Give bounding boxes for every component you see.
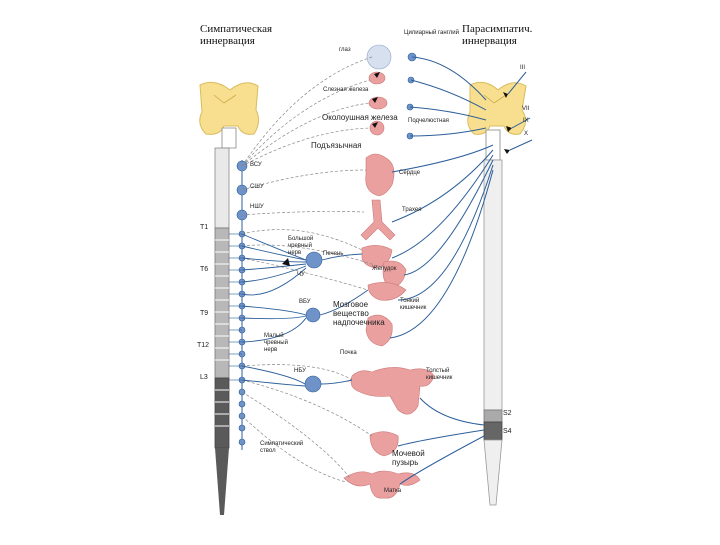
label-kidney: Почка bbox=[340, 350, 357, 356]
spinal-cord-right bbox=[483, 129, 503, 506]
label-smg: ВБУ bbox=[299, 299, 311, 305]
prevertebral-ganglia bbox=[304, 52, 417, 393]
label-ciliary-ganglion: Цилиарный ганглий bbox=[404, 30, 459, 36]
label-sublingual: Подъязычная bbox=[311, 141, 362, 150]
label-parotid: Околоушная железа bbox=[322, 113, 398, 122]
arrowheads bbox=[282, 72, 512, 266]
sympathetic-postganglionic bbox=[241, 233, 369, 387]
label-splanchnic-major: Большой чревный нерв bbox=[288, 236, 314, 256]
label-adrenal: Мозговое вещество надпочечника bbox=[333, 300, 385, 327]
label-cn-vii: VII bbox=[522, 106, 530, 112]
label-lacrimal: Слезная железа bbox=[323, 87, 369, 93]
label-heart: Сердце bbox=[399, 170, 421, 176]
label-level-l3: L3 bbox=[200, 374, 208, 381]
parasympathetic-heading-line2: иннервация bbox=[462, 35, 517, 47]
label-level-t12: Т12 bbox=[197, 342, 210, 349]
sympathetic-heading-line1: Симпатическая bbox=[200, 23, 273, 35]
label-cn-x: X bbox=[524, 131, 529, 137]
sympathetic-preganglionic bbox=[241, 56, 385, 483]
label-trachea: Трахея bbox=[402, 207, 422, 213]
label-large-intestine: Толстый кишечник bbox=[426, 368, 453, 381]
label-level-t6: Т6 bbox=[200, 266, 209, 273]
label-mcg: СШУ bbox=[250, 184, 264, 190]
sympathetic-heading-line2: иннервация bbox=[200, 35, 255, 47]
label-submandibular: Подчелюстная bbox=[408, 118, 449, 124]
label-img: НБУ bbox=[294, 368, 306, 374]
parasympathetic-heading-line1: Парасимпатич. bbox=[462, 23, 533, 35]
label-eye: глаз bbox=[339, 47, 351, 53]
sympathetic-heading: Симпатическая иннервация bbox=[200, 23, 272, 47]
organs bbox=[343, 44, 435, 499]
label-level-t9: Т9 bbox=[200, 310, 209, 317]
label-level-s2: S2 bbox=[503, 410, 512, 417]
label-sympathetic-trunk: Симпатический ствол bbox=[260, 441, 304, 454]
label-uterus: Матка bbox=[384, 488, 402, 494]
label-cn-iii: III bbox=[520, 65, 526, 71]
sympathetic-chain bbox=[229, 160, 248, 450]
label-icg: НШУ bbox=[250, 204, 264, 210]
label-small-intestine: Тонкий кишечник bbox=[400, 298, 427, 311]
parasympathetic-heading: Парасимпатич. иннервация bbox=[462, 23, 532, 47]
label-vcg: ВСУ bbox=[250, 162, 262, 168]
label-bladder: Мочевой пузырь bbox=[392, 449, 425, 467]
parasympathetic-nerves bbox=[389, 56, 533, 485]
label-stomach: Желудок bbox=[372, 266, 397, 272]
label-level-t1: Т1 bbox=[200, 224, 209, 231]
label-cn-ix: IX bbox=[523, 118, 529, 124]
label-splanchnic-minor: Малый чревный нерв bbox=[264, 333, 288, 353]
label-celiac: ЧУ bbox=[297, 272, 305, 278]
brainstem-left bbox=[199, 81, 260, 135]
label-level-s4: S4 bbox=[503, 428, 512, 435]
spinal-cord-left bbox=[214, 127, 237, 515]
label-liver: Печень bbox=[323, 251, 344, 257]
